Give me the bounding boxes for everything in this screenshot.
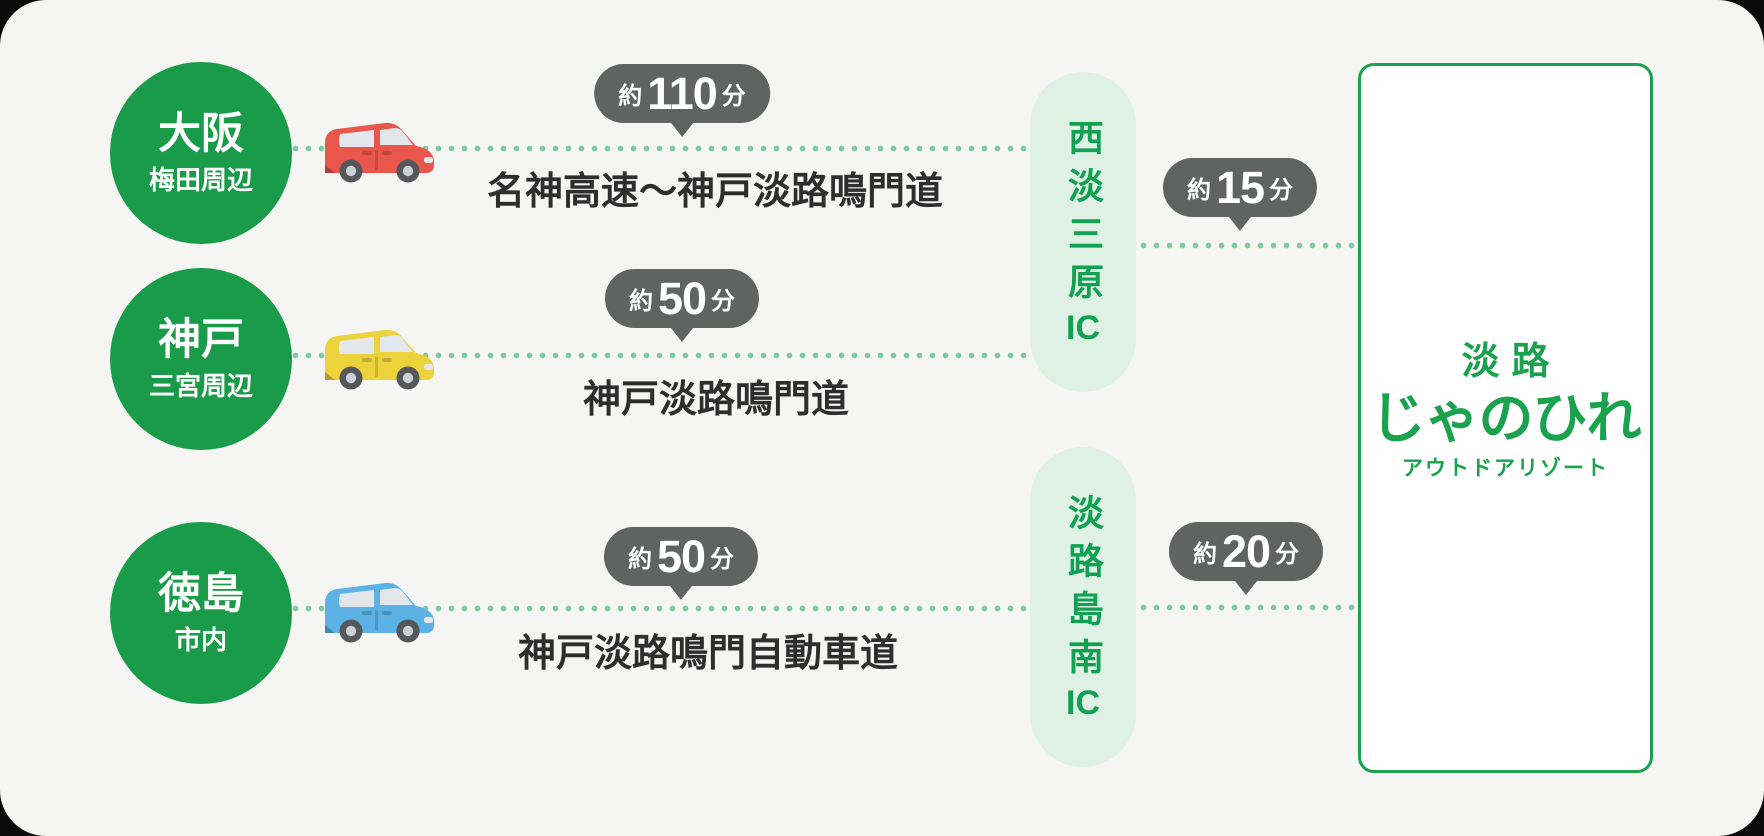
origin-area-label: 三宮周辺 (148, 370, 253, 401)
origin-city-label: 大阪 (158, 110, 244, 159)
duration-prefix: 約 (618, 83, 643, 110)
duration-value: 20 (1221, 525, 1271, 577)
duration-badge-kobe: 約 50 分 (604, 269, 760, 328)
duration-value: 15 (1215, 161, 1265, 213)
duration-suffix: 分 (1269, 177, 1294, 204)
road-label-kobe: 神戸淡路鳴門道 (583, 379, 850, 421)
interchange-label: 淡路島南IC (1063, 494, 1104, 720)
duration-suffix: 分 (1275, 541, 1300, 568)
duration-value: 50 (657, 272, 707, 324)
duration-prefix: 約 (1192, 541, 1217, 568)
duration-badge-ic1-resort: 約 15 分 (1162, 158, 1318, 217)
dotted-route-line-kobe (292, 352, 1032, 359)
duration-prefix: 約 (627, 546, 652, 573)
duration-value: 50 (656, 530, 706, 582)
interchange-pill-seidan-mihara: 西淡三原IC (1030, 72, 1136, 392)
origin-city-label: 徳島 (158, 570, 244, 619)
duration-prefix: 約 (1186, 177, 1211, 204)
duration-badge-osaka: 約 110 分 (594, 64, 770, 123)
interchange-label: 西淡三原IC (1063, 119, 1104, 345)
origin-circle-tokushima: 徳島 市内 (110, 522, 292, 704)
destination-card: 淡路 じゃのひれ アウトドアリゾート (1358, 63, 1653, 773)
origin-area-label: 市内 (174, 624, 227, 655)
duration-suffix: 分 (711, 288, 736, 315)
duration-value: 110 (647, 67, 718, 119)
dotted-route-line-ic2-to-resort (1140, 604, 1360, 611)
duration-badge-ic2-resort: 約 20 分 (1168, 522, 1324, 581)
road-label-osaka: 名神高速〜神戸淡路鳴門道 (487, 171, 944, 213)
dotted-route-line-tokushima (292, 605, 1032, 612)
origin-city-label: 神戸 (158, 316, 244, 365)
origin-circle-osaka: 大阪 梅田周辺 (110, 62, 292, 244)
blue-car-icon (325, 582, 434, 643)
logo-area-name: 淡路 (1461, 341, 1562, 384)
interchange-pill-awajishima-minami: 淡路島南IC (1030, 447, 1136, 767)
red-car-icon (325, 122, 434, 183)
logo-resort-name: じゃのひれ (1370, 387, 1641, 450)
origin-circle-kobe: 神戸 三宮周辺 (110, 268, 292, 450)
dotted-route-line-ic1-to-resort (1140, 242, 1360, 249)
dotted-route-line-osaka (292, 145, 1032, 152)
resort-logo: 淡路 じゃのひれ アウトドアリゾート (1370, 341, 1641, 480)
duration-suffix: 分 (721, 83, 746, 110)
duration-suffix: 分 (710, 546, 735, 573)
logo-resort-subtitle: アウトドアリゾート (1401, 456, 1609, 480)
origin-area-label: 梅田周辺 (148, 164, 253, 195)
yellow-car-icon (325, 329, 434, 390)
road-label-tokushima: 神戸淡路鳴門自動車道 (518, 633, 899, 675)
duration-badge-tokushima: 約 50 分 (603, 527, 759, 586)
duration-prefix: 約 (628, 288, 653, 315)
